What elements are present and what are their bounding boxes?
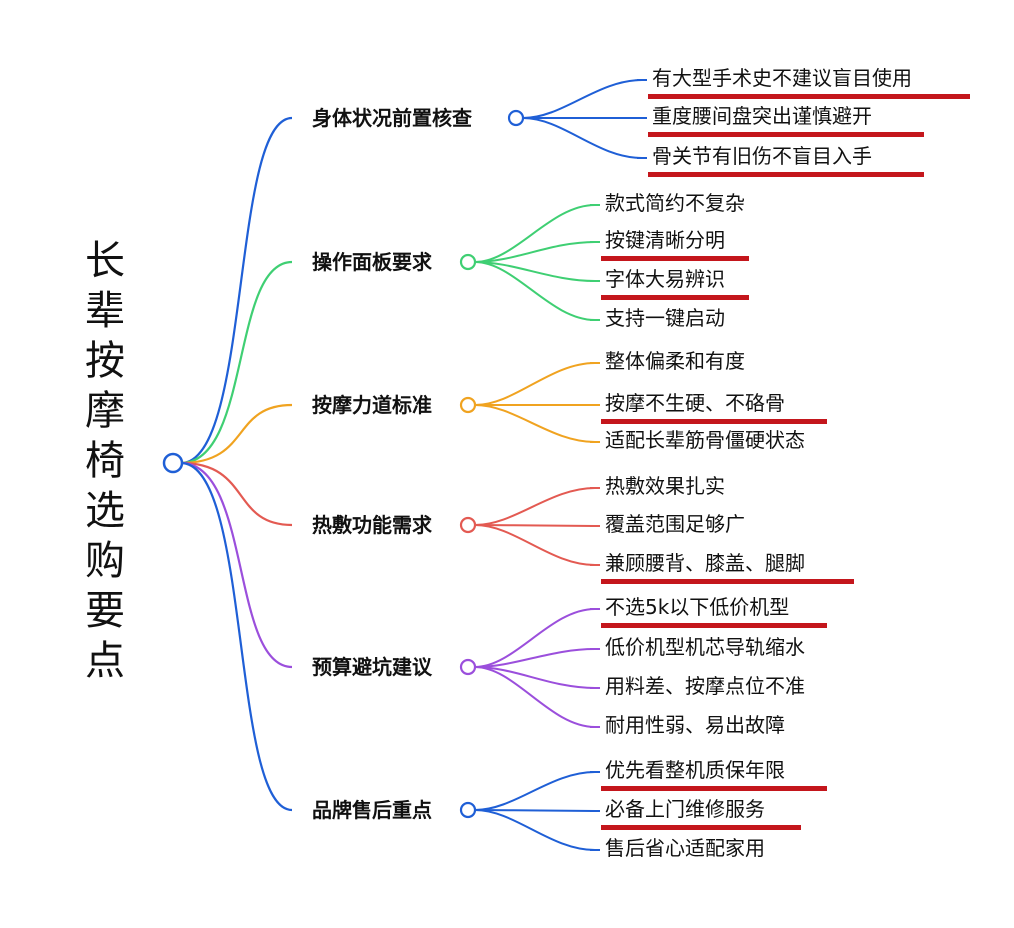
highlight-underline: [601, 295, 749, 300]
leaf-connector: [474, 241, 596, 263]
leaf-label: 低价机型机芯导轨缩水: [605, 635, 805, 659]
leaf-label: 款式简约不复杂: [605, 191, 745, 215]
leaf-connector: [474, 524, 596, 527]
leaf-label: 适配长辈筋骨僵硬状态: [605, 428, 805, 452]
leaf-connector: [474, 648, 596, 668]
leaf-connector: [474, 404, 596, 443]
branch-connector: [180, 260, 293, 465]
highlight-underline: [648, 94, 970, 99]
branch-connector: [180, 461, 293, 812]
leaf-label: 用料差、按摩点位不准: [605, 674, 805, 698]
root-title-char: 摩: [85, 388, 125, 434]
leaf-label: 整体偏柔和有度: [605, 349, 745, 373]
branch-label: 操作面板要求: [312, 250, 432, 274]
highlight-underline: [601, 623, 827, 628]
leaf-connector: [474, 261, 596, 321]
leaf-label: 支持一键启动: [605, 306, 725, 330]
root-title: 长辈按摩椅选购要点: [80, 236, 130, 686]
leaf-label: 兼顾腰背、膝盖、腿脚: [605, 551, 805, 575]
branch-connector: [180, 461, 293, 527]
leaf-connector: [474, 524, 596, 566]
root-title-char: 椅: [85, 438, 125, 484]
branch-connector: [180, 116, 293, 465]
branch-node: [507, 109, 525, 127]
highlight-underline: [601, 825, 801, 830]
leaf-connector: [474, 608, 596, 668]
branch-node: [459, 253, 477, 271]
leaf-label: 字体大易辨识: [605, 267, 725, 291]
leaf-label: 不选5k以下低价机型: [605, 595, 790, 619]
root-title-char: 要: [85, 588, 125, 634]
leaf-label: 耐用性弱、易出故障: [605, 713, 785, 737]
leaf-label: 骨关节有旧伤不盲目入手: [652, 144, 872, 168]
root-title-char: 按: [85, 338, 125, 384]
leaf-connector: [474, 666, 596, 728]
leaf-connector: [522, 79, 643, 119]
leaf-label: 售后省心适配家用: [605, 836, 765, 860]
root-title-char: 长: [85, 238, 125, 284]
leaf-connector: [474, 487, 596, 526]
leaf-connector: [474, 362, 596, 406]
root-title-char: 选: [85, 488, 125, 534]
leaf-label: 重度腰间盘突出谨慎避开: [652, 104, 872, 128]
leaf-label: 按键清晰分明: [605, 228, 725, 252]
leaf-connector: [474, 771, 596, 811]
branch-label: 热敷功能需求: [312, 513, 432, 537]
leaf-connector: [522, 117, 643, 159]
leaf-label: 按摩不生硬、不硌骨: [605, 391, 785, 415]
leaf-label: 覆盖范围足够广: [605, 512, 745, 536]
branch-node: [459, 396, 477, 414]
leaf-connector: [474, 204, 596, 263]
leaf-label: 优先看整机质保年限: [605, 758, 785, 782]
branch-label: 预算避坑建议: [312, 655, 432, 679]
branch-label: 身体状况前置核查: [312, 106, 472, 130]
branch-node: [459, 801, 477, 819]
branch-node: [459, 658, 477, 676]
root-title-char: 购: [85, 538, 125, 584]
branch-connector: [180, 461, 293, 669]
highlight-underline: [648, 132, 924, 137]
leaf-connector: [474, 809, 596, 851]
leaf-connector: [474, 809, 596, 812]
highlight-underline: [648, 172, 924, 177]
root-title-char: 辈: [85, 288, 125, 334]
root-node: [162, 452, 184, 474]
highlight-underline: [601, 786, 827, 791]
leaf-connector: [474, 261, 596, 282]
branch-connector: [180, 403, 293, 465]
leaf-label: 必备上门维修服务: [605, 797, 765, 821]
branch-node: [459, 516, 477, 534]
highlight-underline: [601, 579, 854, 584]
branch-label: 按摩力道标准: [312, 393, 432, 417]
highlight-underline: [601, 419, 827, 424]
root-title-char: 点: [85, 638, 125, 684]
leaf-label: 热敷效果扎实: [605, 474, 725, 498]
highlight-underline: [601, 256, 749, 261]
leaf-label: 有大型手术史不建议盲目使用: [652, 66, 912, 90]
leaf-connector: [474, 666, 596, 689]
branch-label: 品牌售后重点: [312, 798, 432, 822]
